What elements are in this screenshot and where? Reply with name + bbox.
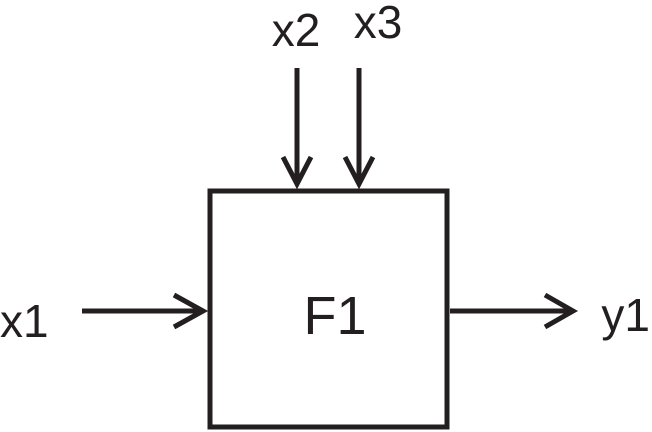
input-x2: x2 xyxy=(272,4,321,190)
arrow-y1 xyxy=(450,292,579,330)
block-rectangle xyxy=(207,188,450,430)
output-y1: y1 xyxy=(450,289,650,341)
arrow-x2 xyxy=(280,68,314,190)
input-label-x2: x2 xyxy=(272,4,321,56)
input-x3: x3 xyxy=(342,0,403,190)
input-x1: x1 xyxy=(0,292,209,347)
block-label: F1 xyxy=(303,286,366,346)
input-label-x3: x3 xyxy=(354,0,403,48)
output-label-y1: y1 xyxy=(601,289,650,341)
block-f1: F1 xyxy=(207,188,450,430)
arrow-x1 xyxy=(82,292,209,330)
arrow-x3 xyxy=(342,68,376,190)
input-label-x1: x1 xyxy=(0,295,49,347)
